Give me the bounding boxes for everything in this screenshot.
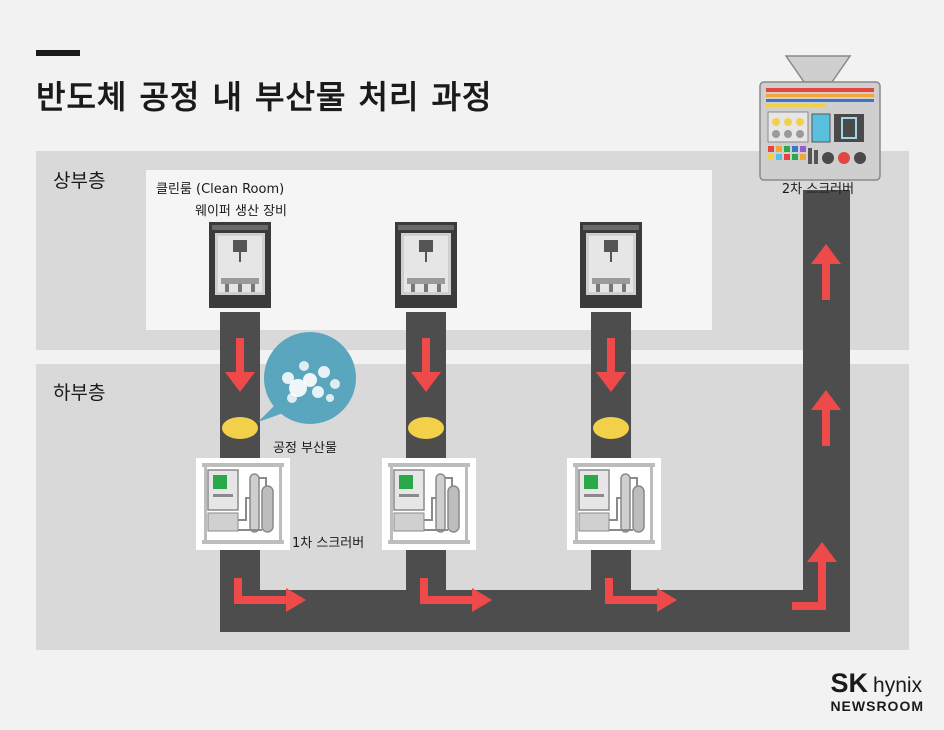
sk-hynix-newsroom-logo: SK hynix NEWSROOM [830, 668, 924, 714]
brand-newsroom: NEWSROOM [830, 698, 924, 714]
wafer-tool-3 [579, 221, 643, 309]
byproduct-marker-1 [222, 417, 258, 439]
title-accent-bar [36, 50, 80, 56]
pipe-horizontal [220, 590, 850, 632]
scrubber-2-label: 2차 스크러버 [781, 182, 855, 197]
byproduct-magnified-bubble [258, 332, 356, 424]
brand-hynix: hynix [873, 674, 923, 697]
scrubber-1-label: 1차 스크러버 [292, 536, 365, 551]
flow-arrow-corner [792, 542, 837, 610]
scrubber-1-unit-3 [566, 457, 662, 551]
page-title: 반도체 공정 내 부산물 처리 과정 [36, 78, 493, 116]
byproduct-label: 공정 부산물 [273, 441, 337, 456]
brand-sk: SK [830, 668, 868, 698]
cleanroom-label: 클린룸 (Clean Room) [156, 182, 285, 197]
scrubber-2-unit [759, 55, 881, 181]
wafer-tool-1 [208, 221, 272, 309]
wafer-tool-2 [394, 221, 458, 309]
upper-floor-label: 상부층 [53, 170, 106, 192]
lower-floor-label: 하부층 [53, 382, 106, 404]
scrubber-1-unit-2 [381, 457, 477, 551]
byproduct-marker-3 [593, 417, 629, 439]
equipment-label: 웨이퍼 생산 장비 [195, 204, 287, 219]
byproduct-marker-2 [408, 417, 444, 439]
scrubber-1-unit-1 [195, 457, 291, 551]
